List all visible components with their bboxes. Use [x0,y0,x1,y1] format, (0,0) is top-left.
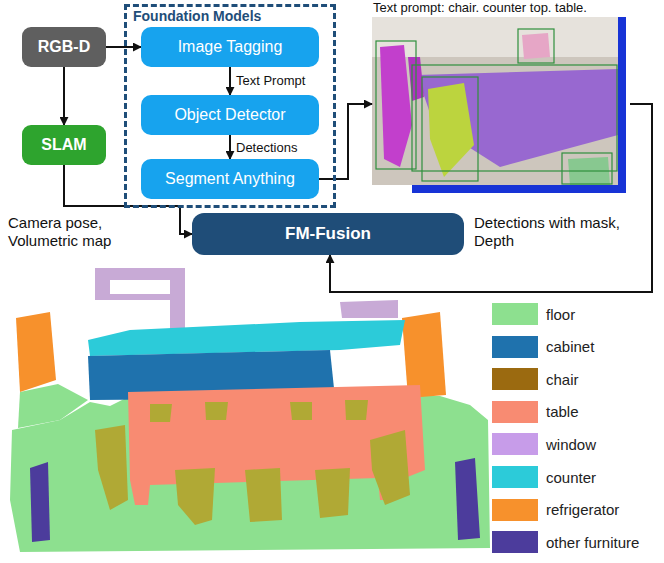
photo-background [618,17,626,193]
window-region [95,268,185,330]
arrow-connector [229,67,231,95]
chair-region [345,400,368,420]
heading: Foundation Models [133,8,333,25]
arrow-connector [319,104,372,179]
legend-row: counter [492,466,596,488]
chair-region [95,425,128,510]
legend-label: refrigerator [546,501,619,518]
bounding-box [422,77,478,181]
detection-photo [372,17,626,193]
mask-region [380,45,412,167]
edge-label: Detections with mask, Depth [474,214,639,250]
box-label: Object Detector [174,106,285,124]
refrigerator-region [402,312,446,398]
legend-row: chair [492,368,579,390]
legend-swatch [492,433,538,455]
edge-label: Camera pose, Volumetric map [8,214,138,250]
process-box: Segment Anything [141,159,319,199]
legend-label: chair [546,371,579,388]
legend-label: window [546,436,596,453]
legend-swatch [492,466,538,488]
bounding-box [518,29,554,63]
legend-label: counter [546,469,596,486]
legend-swatch [492,303,538,325]
chair-region [175,468,215,525]
process-box: FM-Fusion [192,213,464,255]
legend-label: table [546,403,579,420]
box-label: SLAM [41,136,86,154]
window-region [340,300,398,318]
chair-region [150,404,172,422]
legend-swatch [492,499,538,521]
legend-row: table [492,401,579,423]
arrow-connector [229,135,231,159]
legend-swatch [492,336,538,358]
photo-background [372,17,618,57]
chair-region [370,430,410,505]
legend-row: window [492,433,596,455]
counter-region [88,320,405,356]
bounding-box [562,153,612,184]
bounding-box [412,65,617,171]
heading: Text prompt: chair. counter top. table. [372,0,630,16]
legend-label: cabinet [546,338,594,355]
box-label: Segment Anything [165,170,295,188]
arrow-connector [63,67,65,125]
box-label: RGB-D [38,38,90,56]
chair-region [245,468,282,522]
edge-label: Detections [236,140,297,156]
chair-region [315,468,350,518]
box-label: FM-Fusion [285,224,371,244]
edge-label: Text Prompt [236,73,305,89]
legend-label: floor [546,306,575,323]
other-furniture-region [30,458,480,542]
legend-swatch [492,401,538,423]
mask-region [522,33,550,59]
photo-background [372,17,626,193]
other-furniture-region [30,462,50,542]
mask-region [428,83,474,177]
chair-region [290,402,312,420]
refrigerator-region [16,312,56,392]
window-region [95,268,398,330]
image-panel: Text prompt: chair. counter top. table. [372,0,630,193]
legend-swatch [492,531,538,553]
arrow-connector [330,104,652,292]
photo-background [412,185,626,193]
input-box: RGB-D [22,27,106,67]
legend-row: cabinet [492,336,594,358]
process-box: SLAM [22,125,106,165]
photo-background [372,17,618,185]
legend-row: refrigerator [492,499,619,521]
legend-label: other furniture [546,534,639,551]
legend-swatch [492,368,538,390]
bounding-box [376,41,416,169]
process-box: Object Detector [141,95,319,135]
floor-region [10,384,490,552]
process-box: Image Tagging [141,27,319,67]
other-furniture-region [455,458,480,540]
chair-region [95,400,410,525]
bounding-box [376,29,617,184]
legend-row: floor [492,303,575,325]
counter-region [88,320,405,356]
floor-region [18,384,88,428]
box-label: Image Tagging [178,38,283,56]
legend-row: other furniture [492,531,639,553]
group-box: Foundation ModelsImage TaggingObject Det… [124,4,336,208]
chair-region [205,402,228,420]
